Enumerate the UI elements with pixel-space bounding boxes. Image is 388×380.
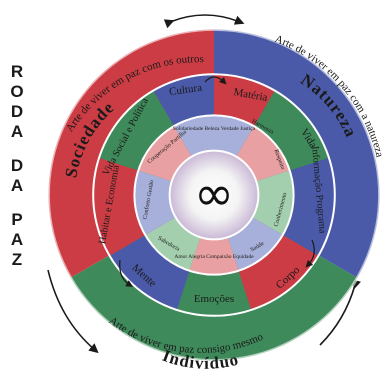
arrow-habitar-mente xyxy=(119,259,134,287)
arrow-left xyxy=(47,269,99,354)
label-emocoes: Emoções xyxy=(194,293,234,305)
side-title-letter: D xyxy=(10,102,24,121)
arrow-cultura-materia xyxy=(204,76,227,85)
label-cultura: Cultura xyxy=(168,82,202,98)
side-title-letter: A xyxy=(10,176,24,195)
arrow-top xyxy=(163,14,245,29)
side-title-letter: Z xyxy=(11,250,23,269)
label-amor: Amor Alegria Compaixão Equidade xyxy=(174,254,254,260)
arrow-informacao-corpo xyxy=(305,239,315,268)
center: ∞ xyxy=(168,149,260,241)
infinity-symbol: ∞ xyxy=(194,166,234,222)
outer-arrows xyxy=(47,14,361,354)
arrow-right xyxy=(319,279,361,346)
label-materia: Matéria xyxy=(233,86,269,104)
side-title-letter: D xyxy=(10,156,24,175)
side-title-letter: A xyxy=(10,122,24,141)
side-title-letter: O xyxy=(10,82,24,101)
segment-arrows xyxy=(119,76,315,287)
side-title: R O D A D A P A Z xyxy=(4,62,30,270)
side-title-letter: P xyxy=(11,210,23,229)
label-solidariedade: Solidariedade Beleza Verdade Justiça xyxy=(173,126,256,132)
side-title-letter: A xyxy=(10,230,24,249)
side-title-letter: R xyxy=(10,62,24,81)
